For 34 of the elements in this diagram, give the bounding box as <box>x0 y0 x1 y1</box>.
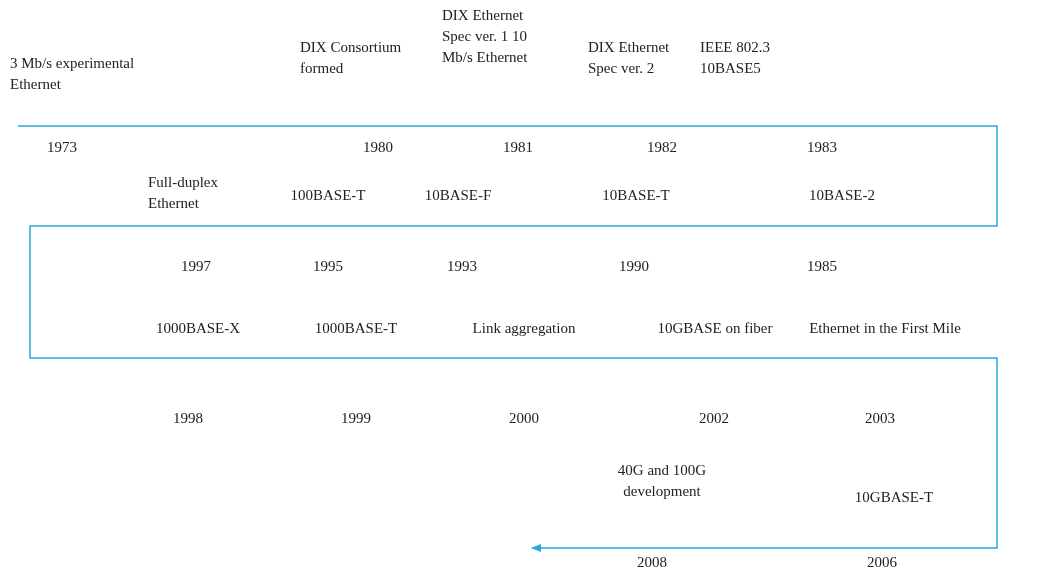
event-label: 10BASE-F <box>423 186 493 205</box>
event-label: DIX Consortium formed <box>300 38 403 78</box>
event-label: 1000BASE-T <box>313 319 399 338</box>
event-label: 40G and 100G development <box>616 461 708 501</box>
year-label: 2002 <box>698 409 730 428</box>
event-label: 10BASE-T <box>601 186 671 205</box>
year-label: 1993 <box>446 257 478 276</box>
event-label: 100BASE-T <box>289 186 367 205</box>
year-label: 2003 <box>864 409 896 428</box>
year-label: 1985 <box>806 257 838 276</box>
year-label: 2000 <box>508 409 540 428</box>
year-label: 1995 <box>312 257 344 276</box>
event-label: 10BASE-2 <box>808 186 876 205</box>
event-label: 3 Mb/s experimental Ethernet <box>10 54 136 94</box>
year-label: 1973 <box>46 138 78 157</box>
event-label: Ethernet in the First Mile <box>808 319 962 338</box>
year-label: 1980 <box>362 138 394 157</box>
year-label: 1982 <box>646 138 678 157</box>
year-label: 1983 <box>806 138 838 157</box>
year-label: 1998 <box>172 409 204 428</box>
event-label: 10GBASE on fiber <box>656 319 774 338</box>
year-label: 2006 <box>866 553 898 572</box>
year-label: 1997 <box>180 257 212 276</box>
year-label: 1990 <box>618 257 650 276</box>
event-label: 1000BASE-X <box>154 319 242 338</box>
event-label: DIX Ethernet Spec ver. 1 10 Mb/s Ethernet <box>442 6 529 67</box>
event-label: Full-duplex Ethernet <box>148 173 219 213</box>
year-label: 1981 <box>502 138 534 157</box>
event-label: Link aggregation <box>471 319 577 338</box>
event-label: IEEE 802.3 10BASE5 <box>700 38 771 78</box>
year-label: 2008 <box>636 553 668 572</box>
event-label: 10GBASE-T <box>853 488 935 507</box>
event-label: DIX Ethernet Spec ver. 2 <box>588 38 671 78</box>
year-label: 1999 <box>340 409 372 428</box>
